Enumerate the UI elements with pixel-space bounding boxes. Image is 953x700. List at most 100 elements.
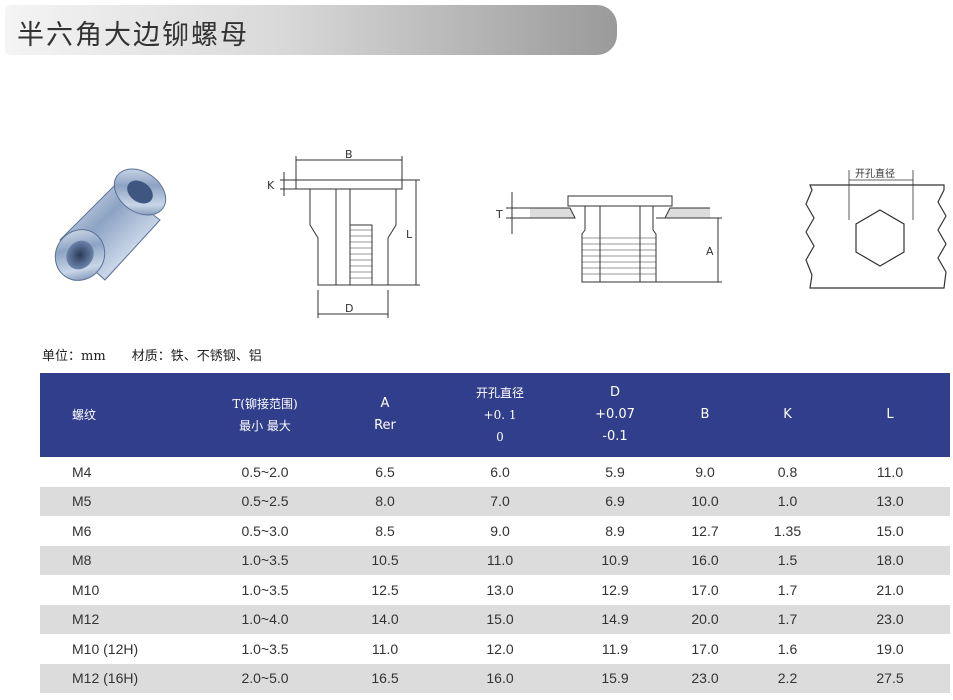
header-k: K <box>783 407 792 422</box>
cell-grip-range: 1.0~4.0 <box>241 611 289 628</box>
cell-k: 1.7 <box>777 581 798 598</box>
table-row: M5 0.5~2.5 8.0 7.0 6.9 10.0 1.0 13.0 <box>40 486 950 516</box>
header-d-line1: D <box>609 385 620 400</box>
cell-hole: 9.0 <box>490 522 510 539</box>
cell-hole: 7.0 <box>490 493 510 510</box>
header-d-line2: +0.07 <box>595 407 635 422</box>
header-hole-diameter: 开孔直径 +0. 1 0 <box>435 373 565 457</box>
cell-thread: M5 <box>72 493 92 510</box>
cell-d: 11.9 <box>601 640 629 657</box>
cell-b: 20.0 <box>691 611 719 628</box>
dim-label-d: D <box>345 302 353 315</box>
installed-view-drawing <box>506 192 722 283</box>
cell-d: 5.9 <box>605 463 625 480</box>
cell-d: 8.9 <box>605 522 625 539</box>
cell-d: 6.9 <box>605 493 625 510</box>
header-d: D +0.07 -0.1 <box>565 373 665 457</box>
cell-hole: 16.0 <box>486 670 514 687</box>
cell-thread: M6 <box>72 522 92 539</box>
cell-grip-range: 2.0~5.0 <box>241 670 289 687</box>
unit-material-line: 单位：mm 材质：铁、不锈钢、铝 <box>42 345 284 364</box>
cell-k: 1.35 <box>773 522 802 539</box>
table-header-row: 螺纹 T(铆接范围) 最小 最大 A Rer 开孔直径 +0. 1 0 D +0… <box>40 373 950 457</box>
header-grip-range: T(铆接范围) 最小 最大 <box>195 373 335 457</box>
cell-thread: M4 <box>72 463 92 480</box>
header-a-line1: A <box>380 396 390 411</box>
cell-l: 19.0 <box>876 640 904 657</box>
cell-b: 10.0 <box>691 493 719 510</box>
header-grip-range-line2: 最小 最大 <box>239 419 291 433</box>
cell-l: 11.0 <box>876 463 904 480</box>
cell-b: 23.0 <box>691 670 719 687</box>
cell-hole: 11.0 <box>486 552 514 569</box>
table-row: M10 (12H) 1.0~3.5 11.0 12.0 11.9 17.0 1.… <box>40 634 950 664</box>
cell-a: 16.5 <box>371 670 399 687</box>
cell-l: 13.0 <box>876 493 904 510</box>
cell-grip-range: 0.5~2.5 <box>241 493 289 510</box>
cell-hole: 12.0 <box>486 640 514 657</box>
title-banner: 半六角大边铆螺母 <box>5 5 617 55</box>
cell-a: 12.5 <box>371 581 399 598</box>
side-view-drawing <box>280 156 420 318</box>
material-text: 材质：铁、不锈钢、铝 <box>131 349 262 364</box>
cell-l: 27.5 <box>876 670 904 687</box>
cell-grip-range: 0.5~3.0 <box>241 522 289 539</box>
cell-l: 18.0 <box>876 552 904 569</box>
cell-a: 8.5 <box>375 522 395 539</box>
header-a-line2: Rer <box>374 418 396 433</box>
cell-a: 14.0 <box>371 611 399 628</box>
header-hole-line1: 开孔直径 <box>475 386 524 400</box>
cell-a: 11.0 <box>371 640 399 657</box>
header-thread: 螺纹 <box>72 408 97 422</box>
cell-grip-range: 1.0~3.5 <box>241 552 289 569</box>
hole-diagram <box>805 170 947 289</box>
unit-text: 单位：mm <box>42 349 106 364</box>
cell-b: 17.0 <box>691 640 719 657</box>
cell-d: 15.9 <box>601 670 629 687</box>
cell-k: 1.7 <box>777 611 798 628</box>
dim-label-t: T <box>495 208 503 221</box>
product-image <box>54 168 167 281</box>
cell-a: 6.5 <box>375 463 395 480</box>
cell-hole: 13.0 <box>486 581 514 598</box>
cell-l: 21.0 <box>876 581 904 598</box>
cell-l: 23.0 <box>876 611 904 628</box>
technical-drawings: B K L D T A 开孔直径 <box>54 148 947 318</box>
cell-d: 12.9 <box>601 581 629 598</box>
table-row: M12 1.0~4.0 14.0 15.0 14.9 20.0 1.7 23.0 <box>40 604 950 634</box>
dim-label-k: K <box>267 179 275 192</box>
cell-d: 14.9 <box>601 611 629 628</box>
cell-grip-range: 1.0~3.5 <box>241 640 289 657</box>
cell-thread: M12 <box>72 611 100 628</box>
cell-grip-range: 0.5~2.0 <box>241 463 289 480</box>
header-hole-line2: +0. 1 <box>483 408 517 422</box>
cell-b: 16.0 <box>691 552 719 569</box>
header-hole-line3: 0 <box>496 430 504 444</box>
table-row: M10 1.0~3.5 12.5 13.0 12.9 17.0 1.7 21.0 <box>40 575 950 605</box>
cell-k: 1.0 <box>777 493 798 510</box>
dim-label-b: B <box>345 148 353 161</box>
cell-k: 2.2 <box>777 670 798 687</box>
cell-b: 12.7 <box>691 522 719 539</box>
dim-label-l: L <box>406 228 413 241</box>
table-row: M6 0.5~3.0 8.5 9.0 8.9 12.7 1.35 15.0 <box>40 516 950 546</box>
cell-thread: M10 <box>72 581 100 598</box>
table-row: M12 (16H) 2.0~5.0 16.5 16.0 15.9 23.0 2.… <box>40 663 950 693</box>
cell-b: 17.0 <box>691 581 719 598</box>
header-a: A Rer <box>335 373 435 457</box>
page-title: 半六角大边铆螺母 <box>17 20 249 51</box>
cell-hole: 15.0 <box>486 611 514 628</box>
cell-thread: M12 (16H) <box>72 670 139 687</box>
cell-k: 0.8 <box>777 463 798 480</box>
spec-table: 螺纹 T(铆接范围) 最小 最大 A Rer 开孔直径 +0. 1 0 D +0… <box>40 373 950 693</box>
cell-k: 1.6 <box>777 640 798 657</box>
dim-label-a: A <box>706 245 714 258</box>
header-b: B <box>700 407 710 422</box>
cell-thread: M10 (12H) <box>72 640 139 657</box>
header-grip-range-line1: T(铆接范围) <box>232 397 298 411</box>
cell-hole: 6.0 <box>490 463 510 480</box>
header-d-line3: -0.1 <box>602 429 628 444</box>
cell-a: 10.5 <box>371 552 399 569</box>
table-row: M4 0.5~2.0 6.5 6.0 5.9 9.0 0.8 11.0 <box>40 457 950 487</box>
cell-thread: M8 <box>72 552 92 569</box>
